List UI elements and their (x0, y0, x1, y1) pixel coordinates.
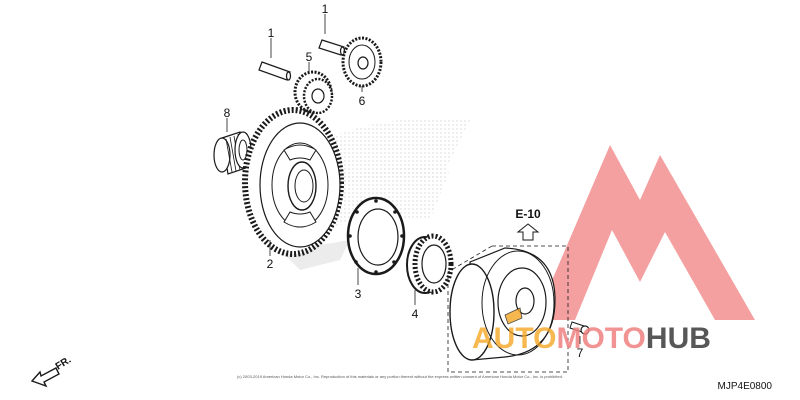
reference-box (447, 245, 569, 373)
watermark-part-hub: HUB (646, 322, 711, 355)
callout-8: 8 (224, 106, 231, 120)
callout-4: 4 (412, 307, 419, 321)
callout-7: 7 (577, 346, 584, 360)
gear-6 (341, 36, 383, 92)
callout-3: 3 (355, 287, 362, 301)
callout-2: 2 (267, 257, 274, 271)
callout-1-lower: 1 (268, 26, 275, 40)
plate-3 (346, 196, 406, 285)
watermark-triangle-logo (535, 145, 755, 320)
copyright-text: (c) 2003-2019 American Honda Motor Co., … (237, 374, 563, 379)
callout-6: 6 (359, 94, 366, 108)
reference-arrow-up-icon (516, 223, 540, 241)
watermark-part-moto: MOTO (556, 322, 645, 355)
callout-5: 5 (306, 50, 313, 64)
pin-1-lower (258, 38, 292, 81)
callout-1-upper: 1 (322, 2, 329, 16)
diagram-code: MJP4E0800 (718, 381, 773, 392)
reference-label: E-10 (515, 207, 541, 221)
needle-bearing-8 (213, 118, 252, 175)
driven-gear-2 (242, 107, 344, 257)
pin-1-upper (318, 14, 346, 56)
front-direction-arrow-icon (30, 367, 60, 388)
gear-5 (293, 62, 334, 115)
one-way-clutch-4 (406, 233, 454, 305)
watermark-part-auto: AUTO (472, 322, 556, 355)
watermark-text: AUTOMOTOHUB (472, 322, 711, 355)
bolt-7 (569, 321, 590, 344)
flywheel (449, 247, 556, 361)
